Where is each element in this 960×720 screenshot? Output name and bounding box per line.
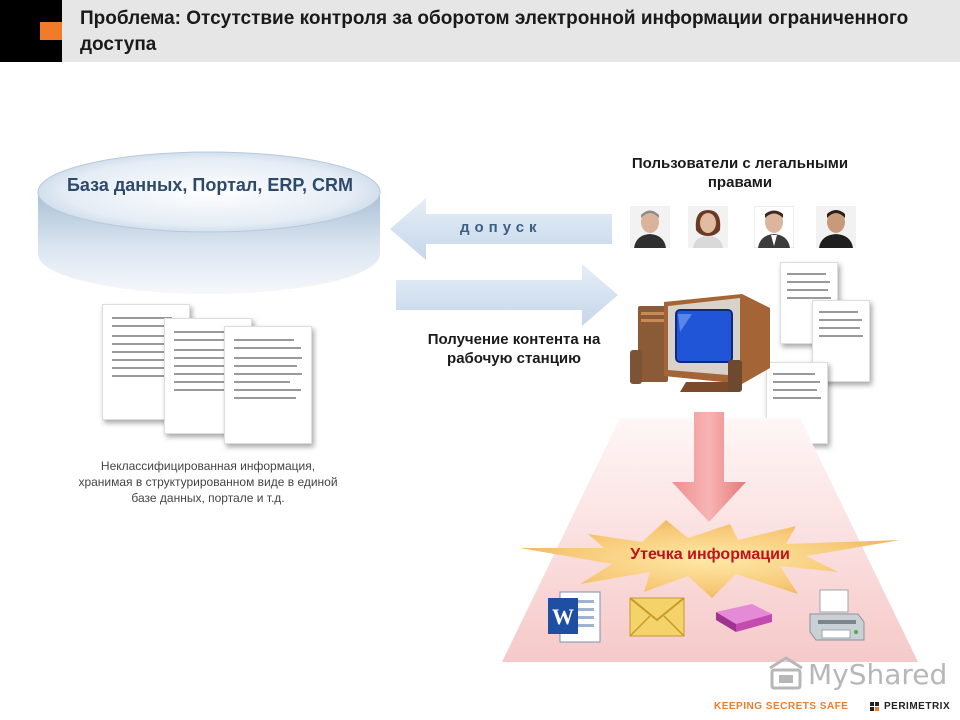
svg-text:W: W — [552, 604, 574, 629]
header-bar — [62, 0, 960, 62]
email-envelope-icon — [629, 597, 685, 637]
unclassified-info-caption: Неклассифицированная информация, хранима… — [78, 459, 338, 505]
user-avatar-icon — [688, 206, 728, 248]
footer-brand: PERIMETRIX — [884, 701, 951, 712]
header-accent-square — [40, 22, 62, 40]
user-avatar-icon — [816, 206, 856, 248]
word-document-icon: W — [548, 591, 601, 643]
user-avatar-icon — [630, 206, 670, 248]
information-leak-label: Утечка информации — [630, 546, 790, 563]
printer-icon — [809, 589, 865, 641]
footer-tagline: KEEPING SECRETS SAFE — [714, 701, 849, 712]
content-retrieval-label: Получение контента на рабочую станцию — [427, 331, 601, 367]
arrow-left-icon — [390, 198, 612, 260]
perimetrix-mark-icon — [870, 702, 879, 711]
user-avatar-icon — [754, 206, 794, 248]
myshared-watermark: MyShared — [808, 658, 948, 691]
explosion-burst-shape — [520, 520, 900, 598]
arrow-down-icon — [672, 412, 746, 522]
database-label: База данных, Портал, ERP, CRM — [66, 175, 354, 195]
slide-title: Проблема: Отсутствие контроля за оборото… — [80, 8, 909, 55]
removable-disk-icon — [716, 604, 772, 632]
access-label: допуск — [460, 219, 542, 236]
document-icon — [224, 326, 312, 444]
database-cylinder-icon — [37, 151, 381, 294]
workstation-computer-icon — [630, 294, 770, 392]
myshared-logo-icon — [769, 656, 803, 690]
users-label: Пользователи с легальными правами — [631, 155, 849, 191]
arrow-right-icon — [396, 264, 618, 326]
